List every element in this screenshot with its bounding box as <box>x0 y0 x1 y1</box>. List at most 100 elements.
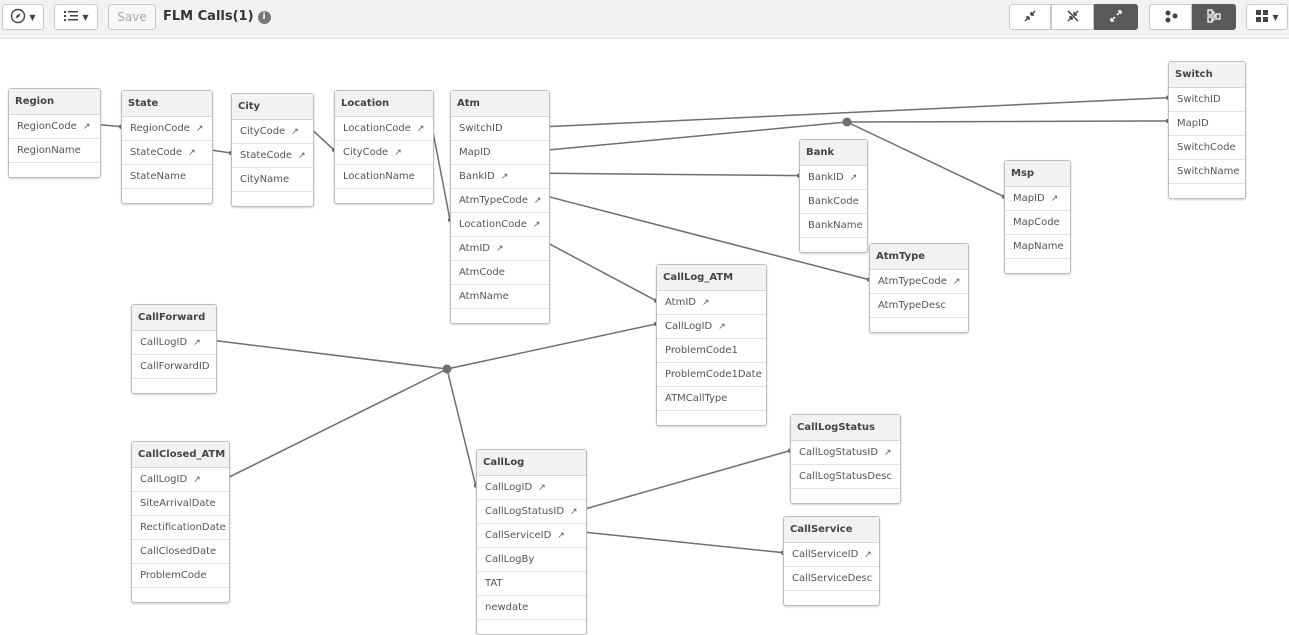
table-title[interactable]: AtmType <box>870 244 968 270</box>
field-row[interactable]: CallServiceID↗ <box>784 543 879 567</box>
field-row[interactable]: CallLogID↗ <box>477 476 586 500</box>
table-title[interactable]: CallLogStatus <box>791 415 900 441</box>
field-name: StateCode <box>240 150 293 161</box>
field-row[interactable]: ATMCallType <box>657 387 766 411</box>
internal-view-button[interactable] <box>1149 4 1192 30</box>
field-row[interactable]: LocationCode↗ <box>335 117 433 141</box>
field-row[interactable]: RegionCode↗ <box>122 117 212 141</box>
table-title[interactable]: CallLog <box>477 450 586 476</box>
field-row[interactable]: BankCode <box>800 190 867 214</box>
field-row[interactable]: CallLogID↗ <box>657 315 766 339</box>
field-row[interactable]: CallLogID↗ <box>132 331 216 355</box>
table-title[interactable]: City <box>232 94 313 120</box>
field-row[interactable]: AtmName <box>451 285 549 309</box>
field-row[interactable]: BankID↗ <box>451 165 549 189</box>
field-row[interactable]: LocationCode↗ <box>451 213 549 237</box>
field-row[interactable]: StateName <box>122 165 212 189</box>
app-title: FLM Calls(1)i <box>163 9 271 24</box>
field-row[interactable]: CallClosedDate <box>132 540 229 564</box>
field-row[interactable]: RegionName <box>9 139 100 163</box>
field-row[interactable]: MapName <box>1005 235 1070 259</box>
show-tables-button[interactable] <box>1051 4 1094 30</box>
field-row[interactable]: BankName <box>800 214 867 238</box>
field-row[interactable]: CityName <box>232 168 313 192</box>
table-title[interactable]: Region <box>9 89 100 115</box>
field-row[interactable]: BankID↗ <box>800 166 867 190</box>
field-row[interactable]: SwitchCode <box>1169 136 1245 160</box>
field-row[interactable]: TAT <box>477 572 586 596</box>
field-name: CallForwardID <box>140 361 210 372</box>
source-view-button[interactable] <box>1192 4 1236 30</box>
navigation-menu-button[interactable]: ▼ <box>2 4 44 30</box>
table-title[interactable]: CallClosed_ATM <box>132 442 229 468</box>
field-row[interactable]: CityCode↗ <box>232 120 313 144</box>
table-title[interactable]: CallForward <box>132 305 216 331</box>
field-row[interactable]: SiteArrivalDate <box>132 492 229 516</box>
field-row[interactable]: MapID <box>1169 112 1245 136</box>
field-row[interactable]: MapCode <box>1005 211 1070 235</box>
field-row[interactable]: CallLogStatusID↗ <box>791 441 900 465</box>
synthetic-key-hub[interactable] <box>842 117 852 127</box>
field-row[interactable]: SwitchID <box>451 117 549 141</box>
save-button[interactable]: Save <box>108 4 156 30</box>
table-title[interactable]: Msp <box>1005 161 1070 187</box>
field-row[interactable]: CallLogStatusDesc <box>791 465 900 489</box>
field-row[interactable]: AtmID↗ <box>657 291 766 315</box>
field-row[interactable]: CallServiceDesc <box>784 567 879 591</box>
field-row[interactable]: AtmTypeCode↗ <box>451 189 549 213</box>
field-row[interactable]: StateCode↗ <box>232 144 313 168</box>
field-row[interactable]: AtmTypeCode↗ <box>870 270 968 294</box>
field-row[interactable]: CallLogID↗ <box>132 468 229 492</box>
field-row[interactable]: CityCode↗ <box>335 141 433 165</box>
field-row[interactable]: StateCode↗ <box>122 141 212 165</box>
table-title[interactable]: Bank <box>800 140 867 166</box>
field-row[interactable]: AtmTypeDesc <box>870 294 968 318</box>
field-name: LocationName <box>343 171 415 182</box>
field-row[interactable]: CallLogBy <box>477 548 586 572</box>
field-row[interactable]: LocationName <box>335 165 433 189</box>
field-row[interactable]: MapID↗ <box>1005 187 1070 211</box>
field-row[interactable]: ProblemCode <box>132 564 229 588</box>
field-row[interactable]: SwitchID <box>1169 88 1245 112</box>
view-menu-button[interactable]: ▼ <box>54 4 98 30</box>
table-title[interactable]: Atm <box>451 91 549 117</box>
field-row[interactable]: CallForwardID <box>132 355 216 379</box>
table-title[interactable]: Location <box>335 91 433 117</box>
field-row[interactable]: newdate <box>477 596 586 620</box>
field-row[interactable]: SwitchName <box>1169 160 1245 184</box>
table-title[interactable]: CallService <box>784 517 879 543</box>
table-title[interactable]: Switch <box>1169 62 1245 88</box>
info-icon[interactable]: i <box>257 11 271 24</box>
layout-menu-button[interactable]: ▼ <box>1246 4 1288 30</box>
table-title[interactable]: State <box>122 91 212 117</box>
field-row[interactable]: AtmCode <box>451 261 549 285</box>
table-title[interactable]: CallLog_ATM <box>657 265 766 291</box>
field-row[interactable]: RectificationDate <box>132 516 229 540</box>
collapse-all-button[interactable] <box>1009 4 1051 30</box>
field-row[interactable]: CallLogStatusID↗ <box>477 500 586 524</box>
field-row[interactable]: ProblemCode1 <box>657 339 766 363</box>
field-row[interactable]: ProblemCode1Date <box>657 363 766 387</box>
field-row[interactable]: RegionCode↗ <box>9 115 100 139</box>
field-row[interactable]: MapID <box>451 141 549 165</box>
synthetic-key-hub[interactable] <box>442 364 452 374</box>
field-row[interactable]: CallServiceID↗ <box>477 524 586 548</box>
field-row[interactable]: AtmID↗ <box>451 237 549 261</box>
expand-all-button[interactable] <box>1094 4 1138 30</box>
